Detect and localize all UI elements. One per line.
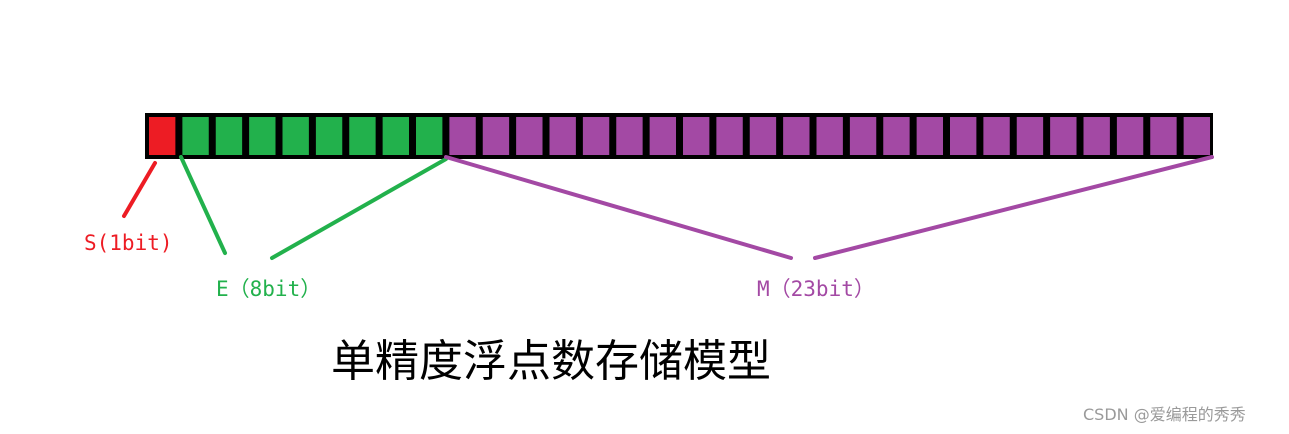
exponent-bit-cell xyxy=(382,117,410,155)
mantissa-connector-left xyxy=(444,155,793,260)
mantissa-bit-cell xyxy=(849,117,877,155)
mantissa-bit-cell xyxy=(1016,117,1044,155)
exponent-connector-right xyxy=(270,157,448,260)
mantissa-bit-cell xyxy=(449,117,476,155)
mantissa-bit-cell xyxy=(482,117,510,155)
exponent-label: E（8bit） xyxy=(216,277,321,301)
mantissa-bit-cell xyxy=(1050,117,1077,155)
exponent-bit-cell xyxy=(182,117,209,155)
mantissa-bit-cell xyxy=(582,117,610,155)
mantissa-bit-cell xyxy=(549,117,576,155)
mantissa-bit-cell xyxy=(516,117,543,155)
mantissa-bit-cell xyxy=(616,117,643,155)
mantissa-bit-cell xyxy=(1083,117,1110,155)
mantissa-bit-cell xyxy=(783,117,810,155)
exponent-bit-cell xyxy=(416,117,443,155)
mantissa-bit-cell xyxy=(983,117,1010,155)
mantissa-label: M（23bit） xyxy=(757,277,875,301)
mantissa-bit-cell xyxy=(950,117,977,155)
mantissa-bit-cell xyxy=(916,117,944,155)
sign-connector xyxy=(122,161,157,218)
mantissa-bit-cell xyxy=(883,117,910,155)
exponent-bit-cell xyxy=(249,117,276,155)
exponent-bit-cell xyxy=(282,117,309,155)
mantissa-bit-cell xyxy=(716,117,743,155)
mantissa-bit-cell xyxy=(649,117,677,155)
mantissa-connector-right xyxy=(813,155,1214,260)
mantissa-bit-cell xyxy=(1183,117,1211,155)
sign-label: S(1bit) xyxy=(84,231,173,255)
exponent-connector-left xyxy=(179,155,227,255)
mantissa-bit-cell xyxy=(1116,117,1144,155)
exponent-bit-cell xyxy=(349,117,376,155)
sign-bit-cell xyxy=(149,117,176,155)
exponent-bit-cell xyxy=(215,117,243,155)
bit-cells xyxy=(149,117,1211,155)
mantissa-bit-cell xyxy=(749,117,777,155)
watermark: CSDN @爱编程的秀秀 xyxy=(1083,405,1246,424)
mantissa-bit-cell xyxy=(683,117,710,155)
mantissa-bit-cell xyxy=(1150,117,1177,155)
mantissa-bit-cell xyxy=(816,117,843,155)
diagram-title: 单精度浮点数存储模型 xyxy=(331,336,771,387)
exponent-bit-cell xyxy=(315,117,343,155)
connector-lines xyxy=(122,155,1214,260)
